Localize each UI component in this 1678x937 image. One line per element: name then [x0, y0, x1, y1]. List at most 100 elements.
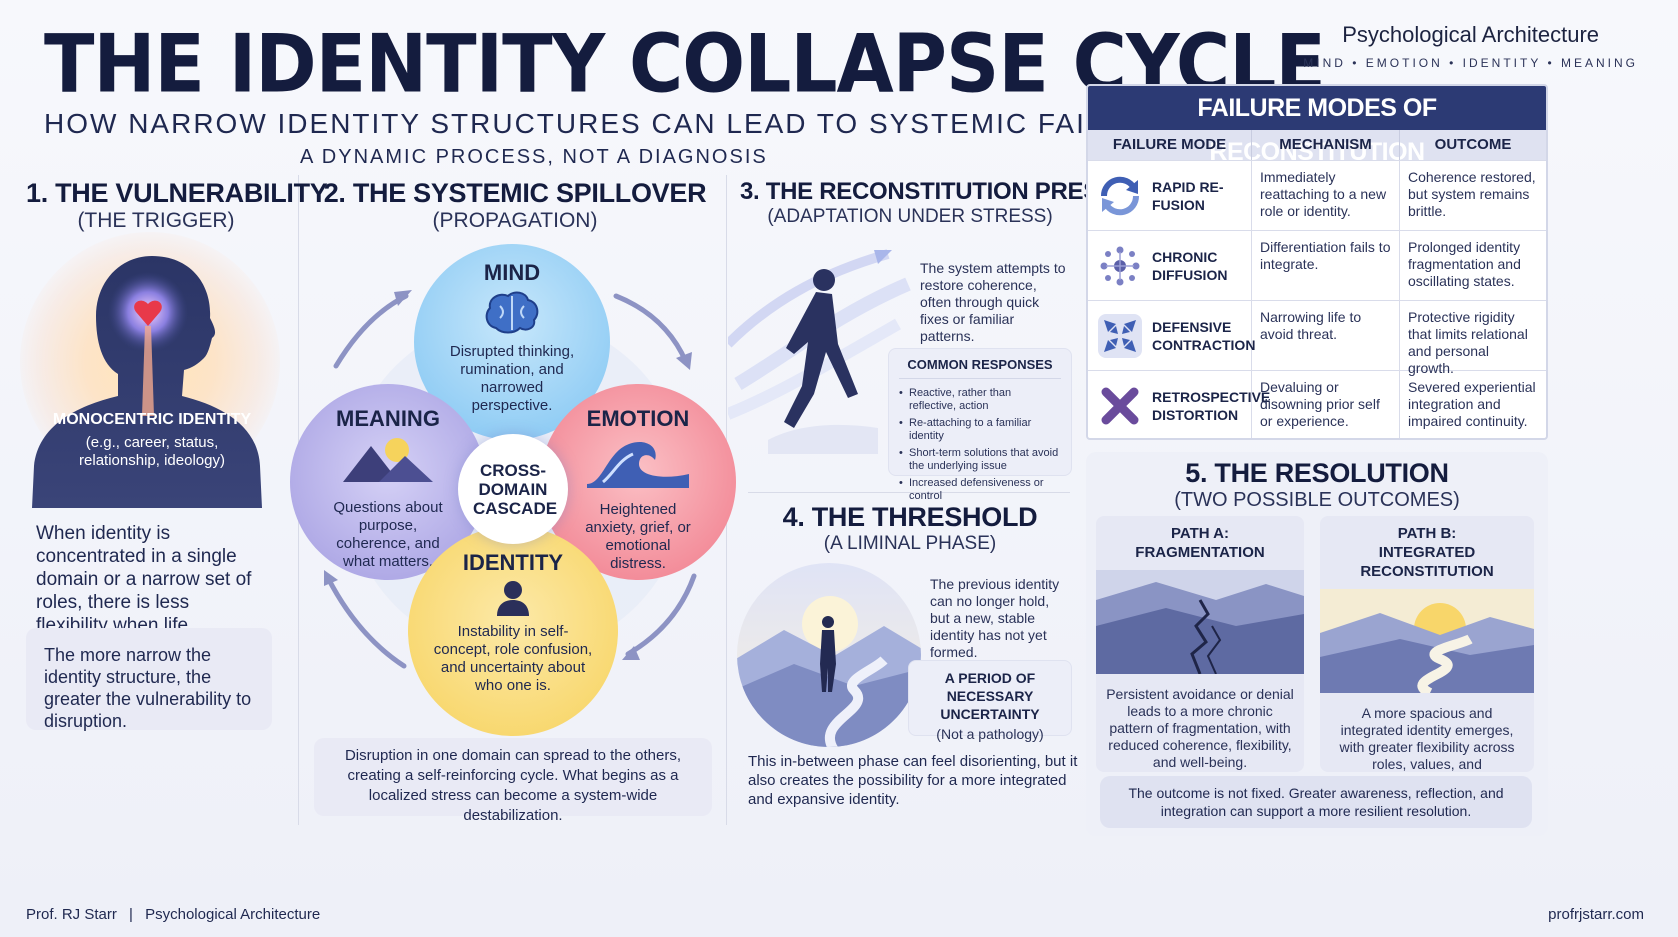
section4-note: This in-between phase can feel disorient… [748, 753, 1078, 808]
page-tagline: A DYNAMIC PROCESS, NOT A DIAGNOSIS [300, 146, 768, 168]
brand-name: Psychological Architecture [1342, 22, 1600, 47]
failure-mechanism: Immediately reattaching to a new role or… [1252, 161, 1400, 230]
section4-subtitle: (A LIMINAL PHASE) [823, 533, 997, 554]
path-a-label: PATH A: [1170, 525, 1230, 542]
striding-figure-icon [728, 249, 911, 454]
failure-outcome: Prolonged identity fragmentation and osc… [1408, 239, 1521, 289]
identity-label: IDENTITY [462, 550, 564, 575]
list-item: Re-attaching to a familiar identity [899, 417, 1061, 443]
failure-mode-name: CHRONIC DIFFUSION [1152, 248, 1228, 283]
section4-body: The previous identity can no longer hold… [930, 576, 1060, 660]
path-a-card: PATH A: FRAGMENTATION Persistent avoidan… [1096, 516, 1304, 772]
cascade-center: CROSS-DOMAIN CASCADE [458, 434, 568, 544]
wave-icon [587, 441, 689, 488]
footer-brand: Psychological Architecture [145, 906, 321, 923]
failure-mechanism: Narrowing life to avoid threat. [1252, 301, 1400, 370]
section3-subtitle: (ADAPTATION UNDER STRESS) [767, 206, 1053, 227]
x-mark-icon [1101, 387, 1139, 424]
common-responses-box: COMMON RESPONSES Reactive, rather than r… [888, 348, 1072, 502]
failure-outcome: Protective rigidity that limits relation… [1408, 309, 1528, 376]
list-item: Reactive, rather than reflective, action [899, 387, 1061, 413]
cascade-label: CROSS-DOMAIN CASCADE [473, 460, 558, 518]
section5-note: The outcome is not fixed. Greater awaren… [1128, 785, 1504, 819]
failure-outcome: Coherence restored, but system remains b… [1408, 169, 1536, 219]
mind-label: MIND [483, 260, 541, 285]
path-b-name: INTEGRATED RECONSTITUTION [1360, 544, 1494, 580]
meaning-text: Questions about purpose, coherence, and … [333, 499, 443, 570]
table-row: RAPID RE-FUSION Immediately reattaching … [1088, 160, 1546, 230]
identity-circle: IDENTITY Instability in self-concept, ro… [408, 526, 618, 736]
section4-header: 4. THE THRESHOLD (A LIMINAL PHASE) [740, 502, 1080, 555]
section1-header: 1. THE VULNERABILITY (THE TRIGGER) [26, 178, 328, 233]
failure-mechanism: Devaluing or disowning prior self or exp… [1252, 371, 1400, 438]
section1-subtitle: (THE TRIGGER) [77, 209, 235, 232]
table-row: CHRONIC DIFFUSION Differentiation fails … [1088, 230, 1546, 300]
section2-subtitle: (PROPAGATION) [432, 209, 598, 232]
path-a-text: Persistent avoidance or denial leads to … [1106, 686, 1294, 770]
responses-title: COMMON RESPONSES [899, 357, 1061, 379]
mountain-sun-icon [343, 438, 433, 482]
resolution-panel: 5. THE RESOLUTION (TWO POSSIBLE OUTCOMES… [1086, 452, 1548, 836]
failure-modes-table: FAILURE MODES OF RECONSTITUTION FAILURE … [1086, 84, 1548, 440]
table-header-cell: MECHANISM [1252, 130, 1400, 160]
person-silhouette-icon [32, 256, 262, 508]
table-title: FAILURE MODES OF RECONSTITUTION [1088, 86, 1546, 166]
table-header-cell: OUTCOME [1434, 136, 1512, 153]
mind-text: Disrupted thinking, rumination, and narr… [449, 343, 575, 414]
uncertainty-box: A PERIOD OF NECESSARY UNCERTAINTY (Not a… [908, 660, 1072, 742]
diffusion-burst-icon [1100, 246, 1140, 285]
figure-label: MONOCENTRIC IDENTITY [52, 411, 252, 428]
section2-title: 2. THE SYSTEMIC SPILLOVER [323, 178, 707, 208]
footer-url[interactable]: profrjstarr.com [1548, 906, 1644, 923]
emotion-label: EMOTION [586, 406, 690, 431]
list-item: Short-term solutions that avoid the unde… [899, 447, 1061, 473]
footer-divider: | [129, 906, 133, 923]
meaning-label: MEANING [336, 406, 440, 431]
section5-subtitle: (TWO POSSIBLE OUTCOMES) [1174, 489, 1460, 511]
monocentric-label-block: MONOCENTRIC IDENTITY (e.g., career, stat… [52, 410, 252, 470]
table-header-cell: FAILURE MODE [1088, 130, 1252, 160]
cycle-arrows-icon [1100, 176, 1140, 215]
failure-mode-name: RAPID RE-FUSION [1152, 178, 1224, 213]
table-header-row: FAILURE MODE MECHANISM OUTCOME [1088, 130, 1546, 160]
section2-note-box: Disruption in one domain can spread to t… [314, 738, 712, 824]
table-row: RETROSPECTIVE DISTORTION Devaluing or di… [1088, 370, 1546, 438]
failure-mode-name: DEFENSIVE CONTRACTION [1152, 318, 1256, 353]
section1-title: 1. THE VULNERABILITY [26, 178, 328, 208]
uncertainty-sub: (Not a pathology) [936, 726, 1044, 742]
section3-header: 3. THE RECONSTITUTION PRESSURE (ADAPTATI… [740, 178, 1165, 228]
section5-title: 5. THE RESOLUTION [1185, 458, 1449, 488]
path-b-label: PATH B: [1397, 525, 1457, 542]
figure-examples: (e.g., career, status, relationship, ide… [79, 434, 225, 469]
failure-mode-name: RETROSPECTIVE DISTORTION [1152, 388, 1271, 423]
brand-block: Psychological Architecture MIND • EMOTIO… [1303, 22, 1638, 70]
threshold-landscape-icon [737, 563, 921, 747]
person-icon [497, 581, 529, 616]
section2-note: Disruption in one domain can spread to t… [344, 747, 682, 824]
fragmented-landscape-icon [1096, 570, 1304, 674]
section3-body: The system attempts to restore coherence… [920, 260, 1066, 344]
section1-note: The more narrow the identity structure, … [44, 645, 252, 731]
contract-arrows-icon [1098, 313, 1142, 358]
section1-note-box: The more narrow the identity structure, … [26, 628, 272, 731]
responses-list: Reactive, rather than reflective, action… [899, 387, 1061, 503]
table-row: DEFENSIVE CONTRACTION Narrowing life to … [1088, 300, 1546, 376]
brand-keywords: MIND • EMOTION • IDENTITY • MEANING [1303, 56, 1638, 70]
footer-left: Prof. RJ Starr | Psychological Architect… [26, 906, 320, 923]
path-a-name: FRAGMENTATION [1135, 544, 1265, 561]
failure-outcome: Severed experiential integration and imp… [1408, 379, 1536, 429]
list-item: Increased defensiveness or control [899, 477, 1061, 503]
section5-note-box: The outcome is not fixed. Greater awaren… [1100, 776, 1532, 828]
page-subtitle: HOW NARROW IDENTITY STRUCTURES CAN LEAD … [44, 108, 1169, 139]
uncertainty-title: A PERIOD OF NECESSARY UNCERTAINTY [940, 670, 1040, 722]
brain-icon [485, 291, 539, 334]
identity-text: Instability in self-concept, role confus… [433, 623, 593, 694]
section5-header: 5. THE RESOLUTION (TWO POSSIBLE OUTCOMES… [1086, 458, 1548, 512]
footer-author: Prof. RJ Starr [26, 906, 117, 923]
section4-title: 4. THE THRESHOLD [782, 502, 1038, 532]
section2-header: 2. THE SYSTEMIC SPILLOVER (PROPAGATION) [310, 178, 720, 233]
failure-mechanism: Differentiation fails to integrate. [1252, 231, 1400, 300]
integrated-landscape-icon [1320, 589, 1534, 693]
path-b-card: PATH B: INTEGRATED RECONSTITUTION A more… [1320, 516, 1534, 789]
section3-title: 3. THE RECONSTITUTION PRESSURE [740, 178, 1165, 205]
